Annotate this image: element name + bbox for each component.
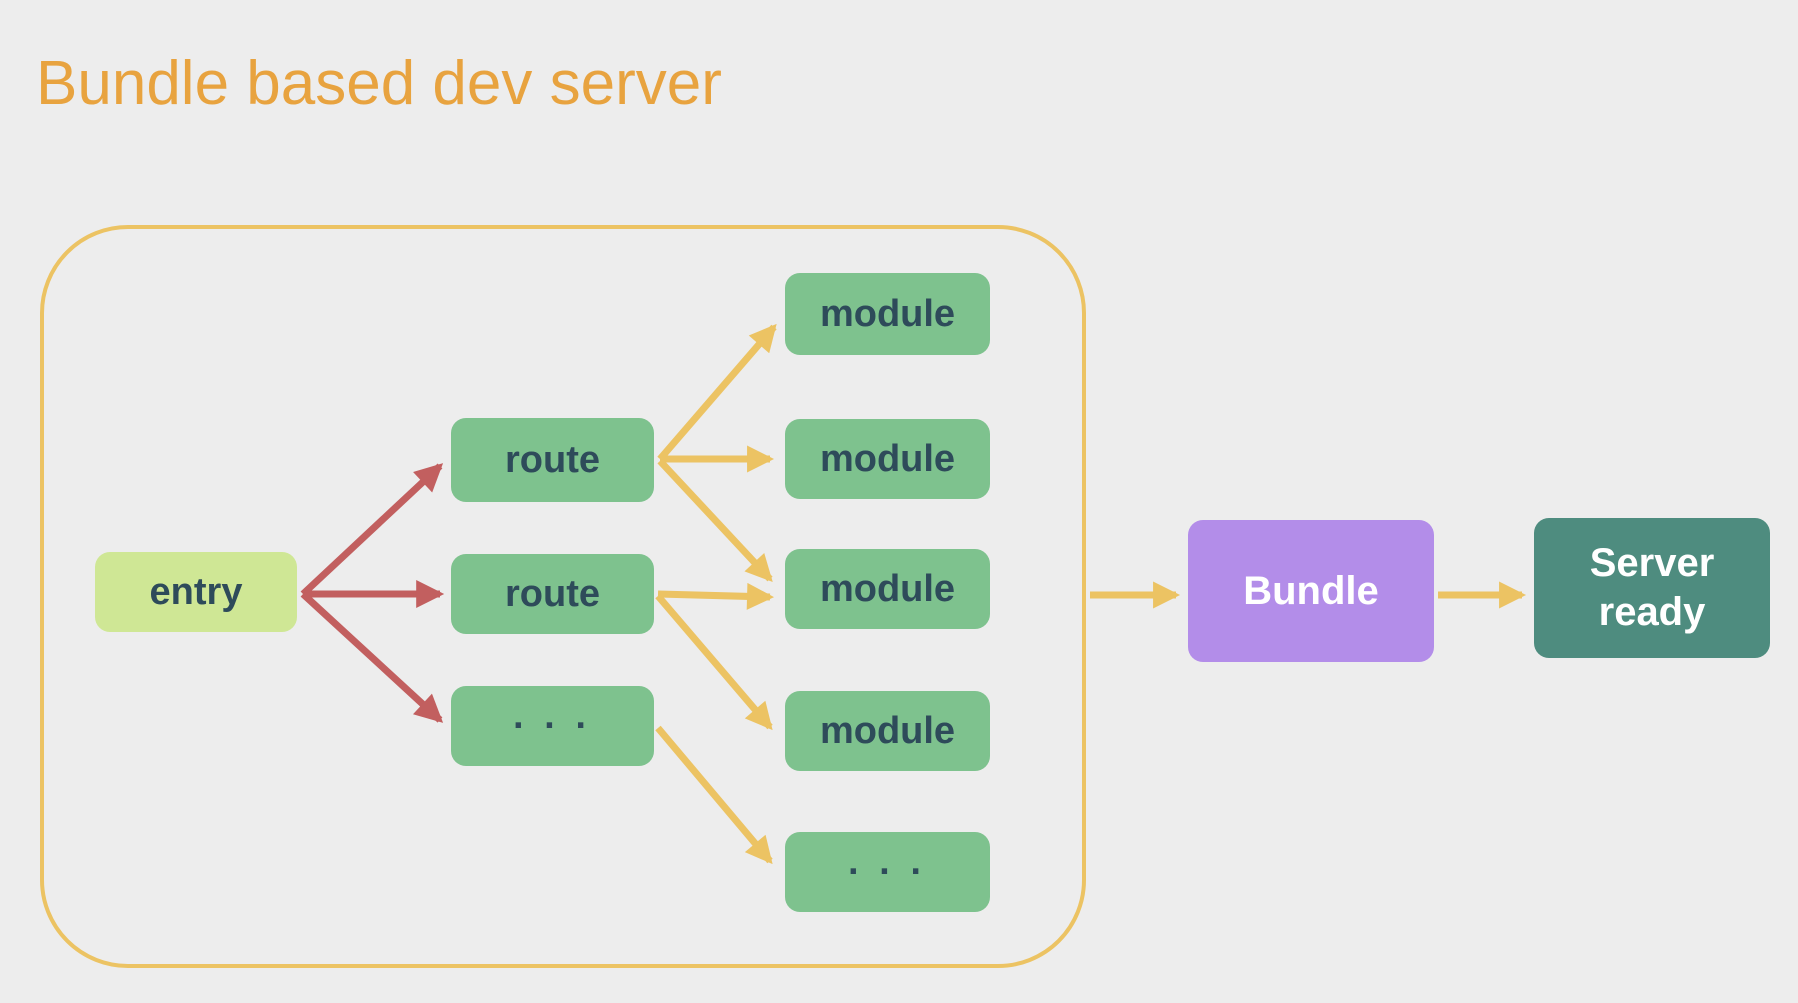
node-module-1: module (785, 273, 990, 355)
dev-server-group-frame (40, 225, 1086, 968)
node-route-2: route (451, 554, 654, 634)
node-module-3: module (785, 549, 990, 629)
node-module-4: module (785, 691, 990, 771)
node-module-more: · · · (785, 832, 990, 912)
page-title: Bundle based dev server (36, 49, 722, 118)
node-server-ready: Server ready (1534, 518, 1770, 658)
node-bundle: Bundle (1188, 520, 1434, 662)
node-route-more: · · · (451, 686, 654, 766)
node-route-1: route (451, 418, 654, 502)
node-module-2: module (785, 419, 990, 499)
node-entry: entry (95, 552, 297, 632)
